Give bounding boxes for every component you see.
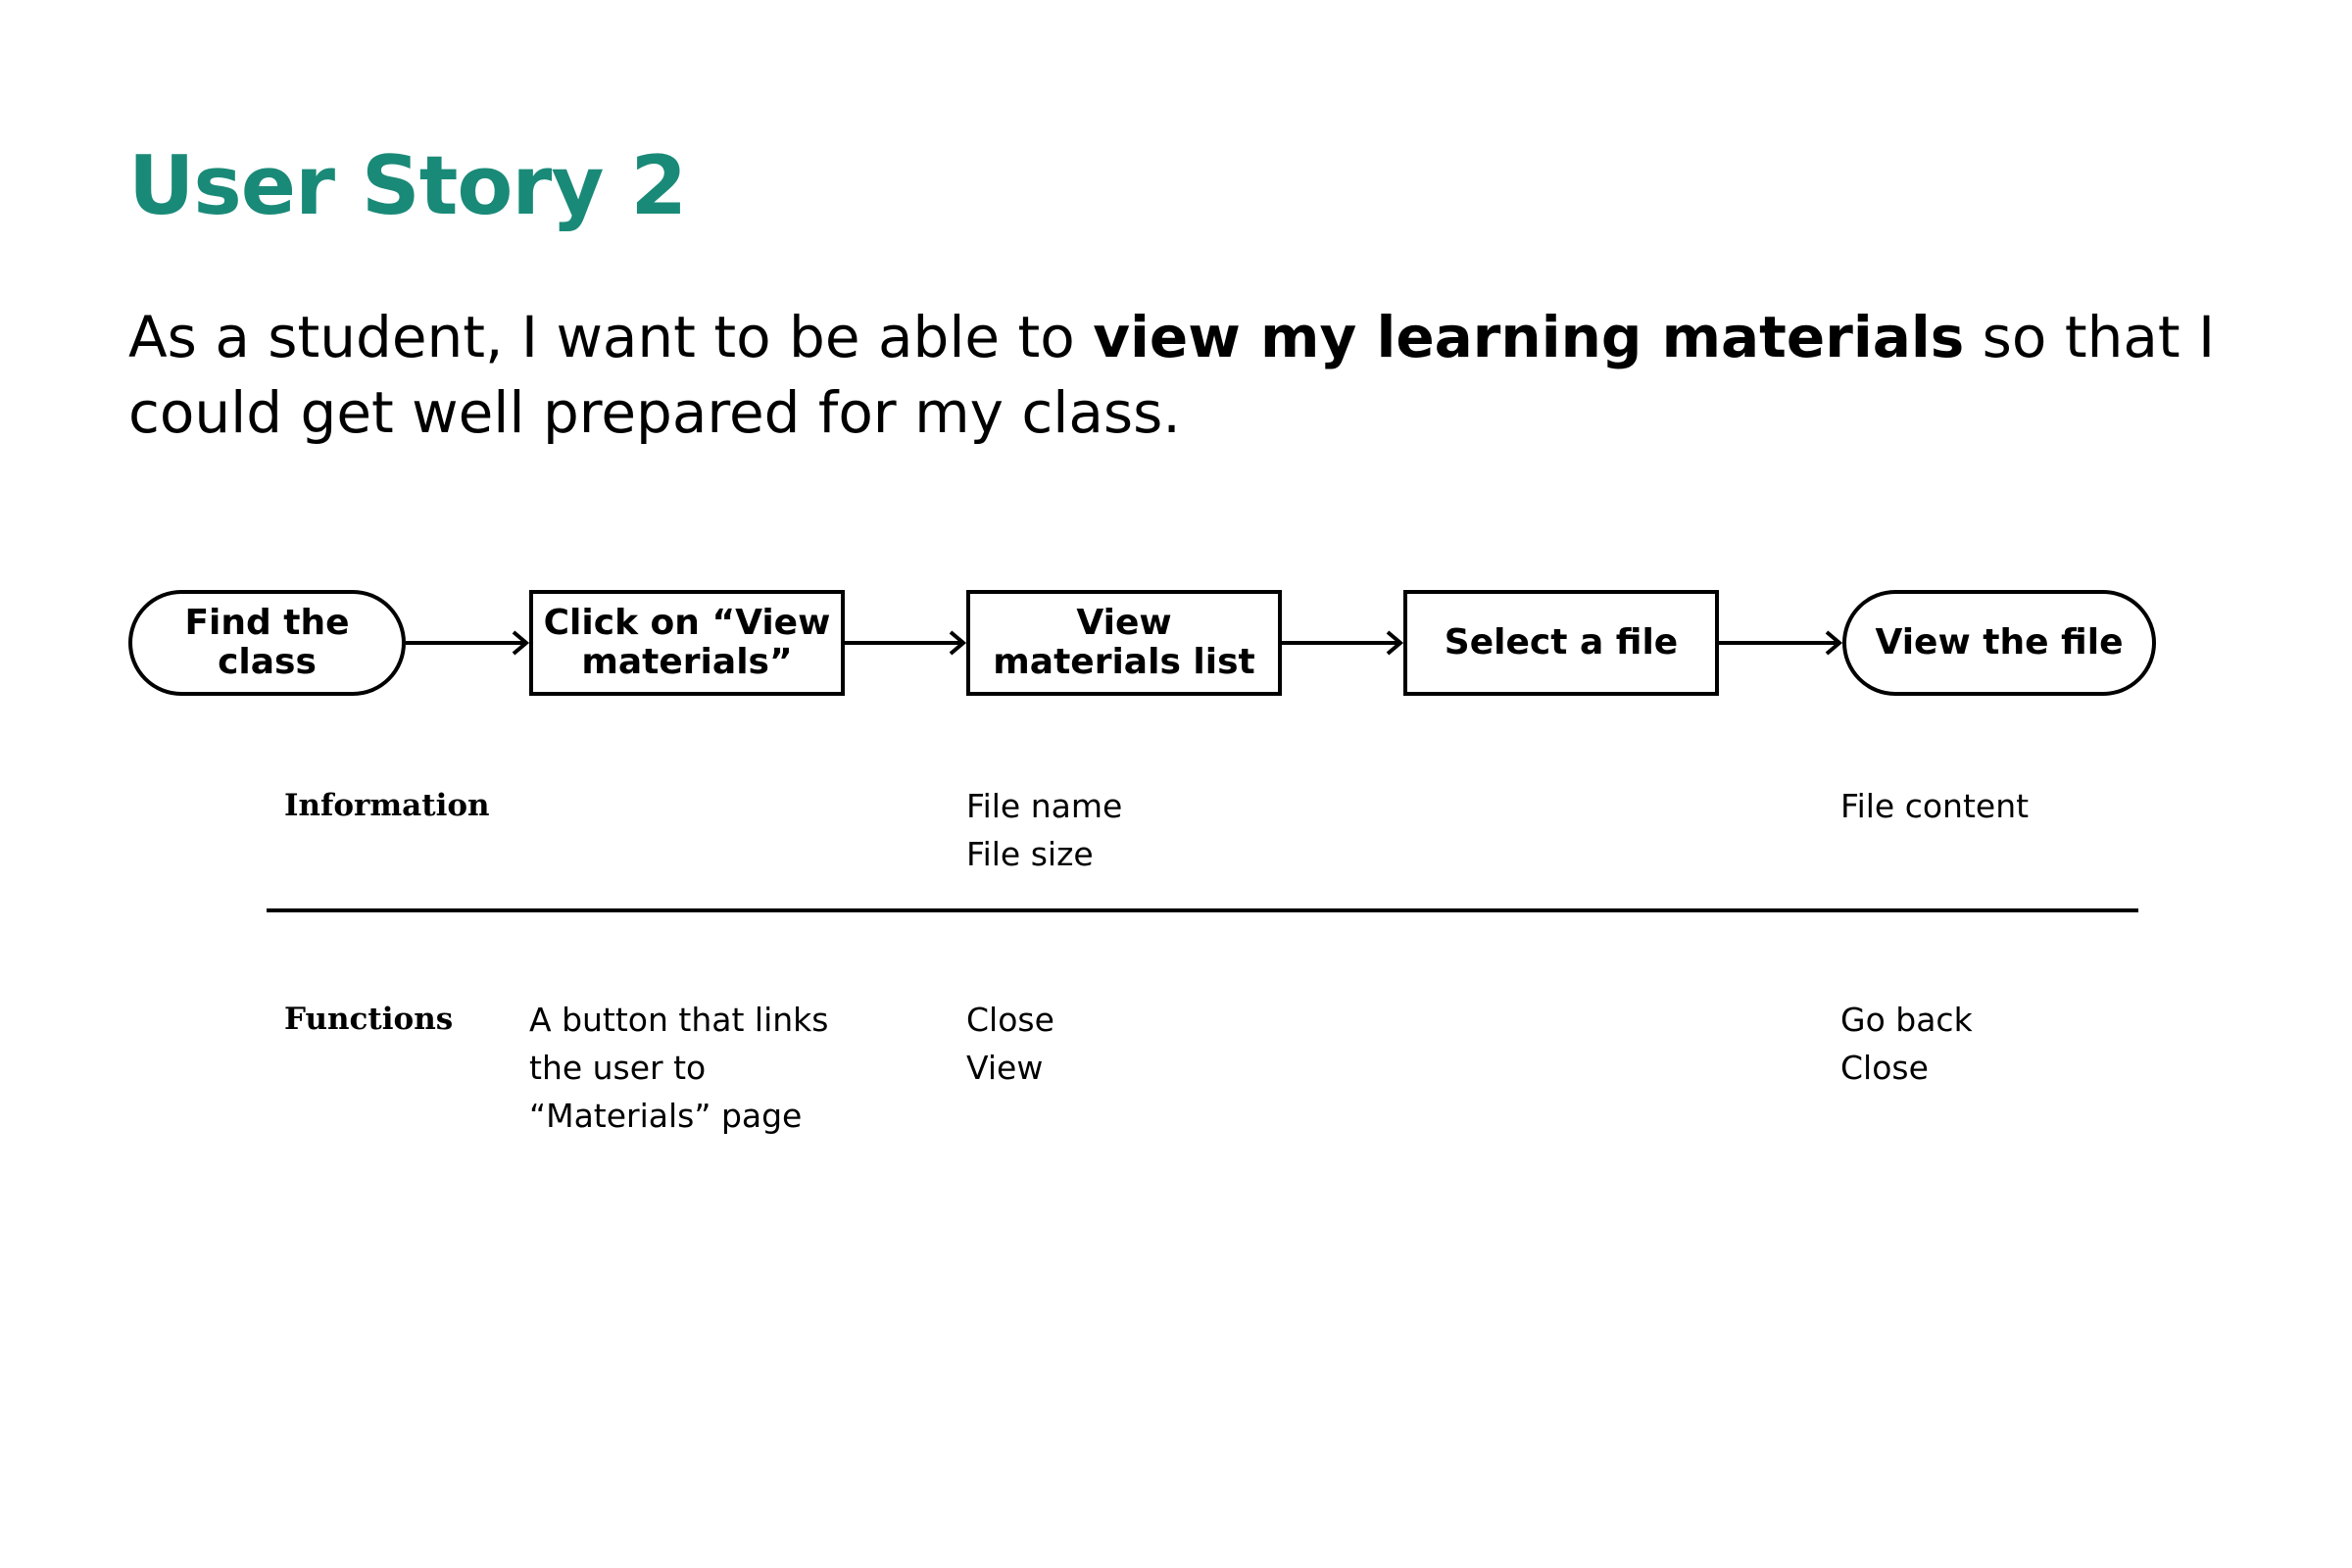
function-item: View xyxy=(966,1049,1044,1087)
information-item: File content xyxy=(1840,787,2030,825)
story-emphasis-text: view my learning materials xyxy=(1093,304,1965,370)
flow-arrow xyxy=(1719,630,1843,656)
flow-step-view-the-file: View the file xyxy=(1842,590,2156,696)
page-title: User Story 2 xyxy=(128,138,687,233)
information-item: File name xyxy=(966,787,1123,825)
information-view-materials-list: File name File size xyxy=(966,782,1122,878)
flow-arrow xyxy=(1282,630,1404,656)
functions-click-view-materials: A button that links the user to “Materia… xyxy=(529,996,828,1140)
information-item: File size xyxy=(966,835,1094,873)
function-item: Close xyxy=(966,1001,1054,1039)
function-item: the user to xyxy=(529,1049,707,1087)
story-lead-text: As a student, I want to be able to xyxy=(128,304,1094,370)
function-item: Go back xyxy=(1840,1001,1973,1039)
function-item: Close xyxy=(1840,1049,1929,1087)
story-tail-text: so that I could get well prepared for my… xyxy=(128,304,2216,446)
flow-arrow xyxy=(845,630,967,656)
functions-view-the-file: Go back Close xyxy=(1840,996,1973,1092)
functions-row-label: Functions xyxy=(284,1002,454,1037)
function-item: “Materials” page xyxy=(529,1097,803,1135)
flow-step-find-the-class: Find the class xyxy=(128,590,406,696)
function-item: A button that links xyxy=(529,1001,829,1039)
row-divider xyxy=(267,908,2138,912)
functions-view-materials-list: Close View xyxy=(966,996,1054,1092)
user-story-text: As a student, I want to be able to view … xyxy=(128,300,2245,451)
information-row-label: Information xyxy=(284,788,490,823)
flow-step-click-view-materials: Click on “View materials” xyxy=(529,590,845,696)
flow-arrow xyxy=(406,630,530,656)
flow-step-view-materials-list: View materials list xyxy=(966,590,1282,696)
information-view-the-file: File content xyxy=(1840,782,2029,830)
flow-step-select-a-file: Select a file xyxy=(1403,590,1719,696)
